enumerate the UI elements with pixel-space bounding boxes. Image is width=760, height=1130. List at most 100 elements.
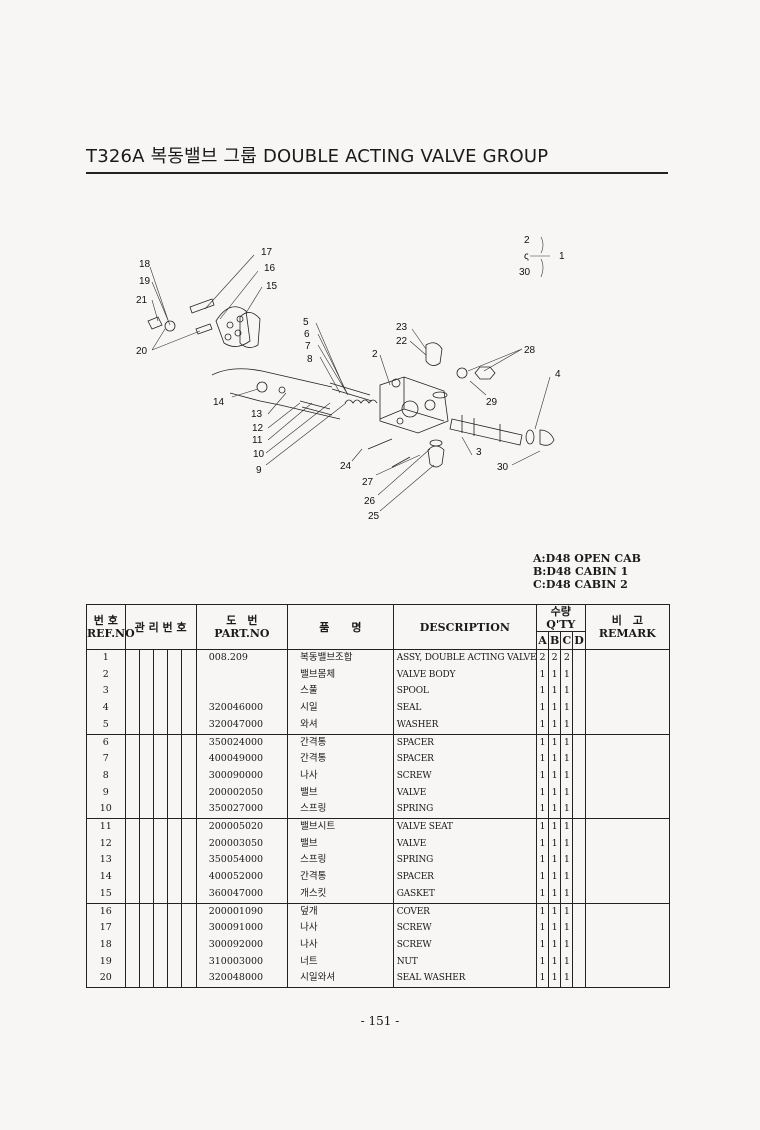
header-qty-d: D [572,631,586,650]
remark-cell [584,751,671,768]
callout-range-bottom: 30 [519,267,531,278]
mgmt-cell [153,835,169,853]
part-number-cell: 320048000 [195,970,289,989]
qty-b-cell: 2 [548,649,562,667]
qty-d-cell [572,936,586,954]
callout-28: 28 [524,345,536,356]
ref-cell: 20 [86,970,126,989]
mgmt-cell [153,784,169,802]
mgmt-cell [124,700,140,717]
remark-cell [584,885,671,904]
description-cell: SCREW [392,767,537,785]
mgmt-cell [124,852,140,870]
qty-d-cell [572,733,586,752]
qty-a-cell: 1 [535,801,550,819]
qty-c-cell: 1 [560,869,574,886]
legend-a: A:D48 OPEN CAB [533,552,641,565]
part-number-cell [195,683,289,701]
header-remark: 비 고 REMARK [584,604,671,650]
qty-a-cell: 1 [535,733,550,752]
korean-name-cell: 간격통 [287,751,394,768]
mgmt-cell [181,936,197,954]
qty-b-cell: 1 [548,885,562,904]
remark-cell [584,835,671,853]
ref-cell: 8 [86,767,126,785]
qty-c-cell: 1 [560,885,574,904]
korean-name-cell: 시일와셔 [287,970,394,989]
korean-name-cell: 밸브 [287,784,394,802]
remark-cell [584,852,671,870]
part-number-cell: 200003050 [195,835,289,853]
remark-cell [584,784,671,802]
mgmt-cell [167,716,183,735]
qty-d-cell [572,801,586,819]
description-cell: VALVE [392,784,537,802]
mgmt-cell [138,869,155,886]
callout-1: 1 [559,251,565,262]
mgmt-cell [181,767,197,785]
mgmt-cell [181,733,197,752]
mgmt-cell [181,716,197,735]
mgmt-cell [124,751,140,768]
qty-b-cell: 1 [548,970,562,989]
qty-c-cell: 1 [560,852,574,870]
description-cell: ASSY, DOUBLE ACTING VALVE [392,649,537,667]
description-cell: SPACER [392,733,537,752]
mgmt-cell [124,666,140,684]
qty-a-cell: 1 [535,683,550,701]
callout-21: 21 [136,295,148,306]
callout-6: 6 [304,329,310,340]
ref-cell: 15 [86,885,126,904]
mgmt-cell [138,649,155,667]
callout-3: 3 [476,447,482,458]
remark-cell [584,716,671,735]
callout-18: 18 [139,259,151,270]
part-number-cell [195,666,289,684]
qty-a-cell: 1 [535,920,550,937]
mgmt-cell [124,818,140,836]
qty-d-cell [572,852,586,870]
qty-c-cell: 1 [560,666,574,684]
qty-c-cell: 1 [560,784,574,802]
qty-a-cell: 1 [535,767,550,785]
mgmt-cell [167,683,183,701]
qty-c-cell: 1 [560,683,574,701]
qty-d-cell [572,716,586,735]
spring-parts-drawing [256,381,411,468]
qty-c-cell: 1 [560,970,574,989]
description-cell: SPOOL [392,683,537,701]
part-number-cell: 310003000 [195,953,289,971]
description-cell: SCREW [392,920,537,937]
qty-c-cell: 1 [560,751,574,768]
callout-20: 20 [136,346,148,357]
mgmt-cell [124,936,140,954]
qty-b-cell: 1 [548,666,562,684]
mgmt-cell [167,852,183,870]
callout-11: 11 [252,435,263,446]
description-cell: SEAL [392,700,537,717]
mgmt-cell [153,953,169,971]
qty-c-cell: 2 [560,649,574,667]
korean-name-cell: 스프링 [287,801,394,819]
callout-9: 9 [256,465,262,476]
mgmt-cell [138,920,155,937]
remark-cell [584,953,671,971]
mgmt-cell [167,733,183,752]
callout-29: 29 [486,397,498,408]
korean-name-cell: 밸브몸체 [287,666,394,684]
qty-a-cell: 1 [535,953,550,971]
qty-b-cell: 1 [548,902,562,921]
mgmt-cell [167,970,183,989]
mgmt-cell [138,751,155,768]
mgmt-cell [181,683,197,701]
ref-cell: 14 [86,869,126,886]
legend-b: B:D48 CABIN 1 [533,565,629,578]
mgmt-cell [153,649,169,667]
callout-range-top: 2 [524,235,530,246]
mgmt-cell [138,666,155,684]
ref-cell: 19 [86,953,126,971]
mgmt-cell [124,784,140,802]
